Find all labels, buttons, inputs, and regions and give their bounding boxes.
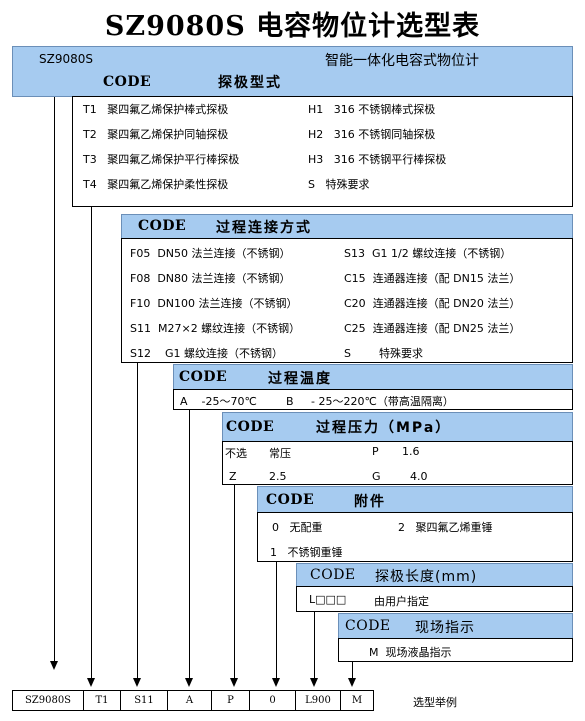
- pressure-code: G: [372, 470, 381, 483]
- connection-options-box: F05 DN50 法兰连接（不锈钢） F08 DN80 法兰连接（不锈钢） F1…: [121, 238, 573, 363]
- accessory-option: 1 不锈钢重锤: [270, 546, 343, 559]
- example-cell: M: [340, 690, 374, 711]
- length-code: L□□□: [309, 593, 347, 606]
- probe-option: T1 聚四氟乙烯保护棒式探极: [83, 103, 229, 116]
- pressure-code: P: [372, 445, 379, 458]
- temperature-options-box: A -25～70℃ B - 25～220℃（带高温隔离）: [173, 389, 573, 410]
- connection-option: C25 连通器连接（配 DN25 法兰）: [344, 322, 521, 335]
- probe-option: S 特殊要求: [308, 178, 370, 191]
- connector-line: [189, 410, 190, 683]
- pressure-value: 4.0: [410, 470, 428, 483]
- length-heading: 探极长度(mm): [375, 569, 478, 585]
- pressure-header: CODE 过程压力（MPa）: [222, 412, 573, 442]
- connector-line: [352, 662, 353, 683]
- example-cell: SZ9080S: [12, 690, 84, 711]
- arrow-down-icon: [272, 678, 280, 687]
- probe-heading: 探极型式: [218, 75, 282, 91]
- pressure-value: 常压: [269, 447, 291, 460]
- pressure-value: 1.6: [402, 445, 420, 458]
- probe-option: H2 316 不锈钢同轴探极: [308, 128, 436, 141]
- temperature-heading: 过程温度: [268, 371, 332, 387]
- temperature-option-b: B - 25～220℃（带高温隔离）: [286, 395, 454, 408]
- probe-options-box: T1 聚四氟乙烯保护棒式探极 T2 聚四氟乙烯保护同轴探极 T3 聚四氟乙烯保护…: [72, 96, 573, 207]
- model-code: SZ9080S: [39, 52, 93, 66]
- temperature-header: CODE 过程温度: [173, 364, 573, 390]
- accessory-heading: 附件: [354, 494, 386, 510]
- example-cell: P: [211, 690, 250, 711]
- connection-option: S13 G1 1/2 螺纹连接（不锈钢）: [344, 247, 512, 260]
- arrow-down-icon: [133, 678, 141, 687]
- connection-heading: 过程连接方式: [216, 220, 312, 236]
- connection-option: F05 DN50 法兰连接（不锈钢）: [130, 247, 291, 260]
- display-heading: 现场指示: [415, 620, 475, 636]
- connector-line: [137, 363, 138, 683]
- arrow-down-icon: [87, 678, 95, 687]
- pressure-heading: 过程压力（MPa）: [316, 420, 452, 436]
- length-code-label: CODE: [310, 567, 356, 583]
- display-header: CODE 现场指示: [338, 613, 573, 639]
- connector-line: [234, 485, 235, 683]
- probe-code-label: CODE: [103, 74, 152, 90]
- connector-line: [54, 97, 55, 667]
- connection-header: CODE 过程连接方式: [121, 214, 573, 239]
- pressure-value: 2.5: [269, 470, 287, 483]
- temperature-code-label: CODE: [179, 369, 228, 385]
- page-title: SZ9080S 电容物位计选型表: [104, 11, 481, 42]
- accessory-options-box: 0 无配重 2 聚四氟乙烯重锤 1 不锈钢重锤: [257, 512, 573, 562]
- display-options-box: M 现场液晶指示: [338, 638, 573, 662]
- connection-option: F08 DN80 法兰连接（不锈钢）: [130, 272, 291, 285]
- connector-line: [276, 562, 277, 683]
- example-label: 选型举例: [413, 696, 457, 709]
- arrow-down-icon: [185, 678, 193, 687]
- temperature-option-a: A -25～70℃: [180, 395, 257, 408]
- example-cell: A: [167, 690, 212, 711]
- example-cell: T1: [83, 690, 121, 711]
- example-cell: L900: [295, 690, 341, 711]
- accessory-header: CODE 附件: [257, 486, 573, 513]
- connection-option: C20 连通器连接（配 DN20 法兰）: [344, 297, 521, 310]
- length-header: CODE 探极长度(mm): [296, 563, 573, 587]
- display-code-label: CODE: [345, 618, 391, 634]
- arrow-down-icon: [230, 678, 238, 687]
- length-options-box: L□□□ 由用户指定: [296, 586, 573, 612]
- example-cell: 0: [249, 690, 296, 711]
- probe-option: T2 聚四氟乙烯保护同轴探极: [83, 128, 229, 141]
- connector-line: [314, 612, 315, 683]
- accessory-option: 0 无配重: [272, 521, 323, 534]
- pressure-options-box: 不选 常压 P 1.6 Z 2.5 G 4.0: [222, 441, 573, 485]
- probe-option: T3 聚四氟乙烯保护平行棒探极: [83, 153, 240, 166]
- connection-option: S11 M27×2 螺纹连接（不锈钢）: [130, 322, 301, 335]
- connection-option: S12 G1 螺纹连接（不锈钢）: [130, 347, 284, 360]
- pressure-code: 不选: [225, 447, 247, 460]
- connection-option: C15 连通器连接（配 DN15 法兰）: [344, 272, 521, 285]
- display-option: M 现场液晶指示: [369, 646, 452, 659]
- accessory-code-label: CODE: [266, 492, 315, 508]
- arrow-down-icon: [348, 678, 356, 687]
- arrow-down-icon: [50, 661, 58, 670]
- connection-option: F10 DN100 法兰连接（不锈钢）: [130, 297, 298, 310]
- pressure-code: Z: [229, 470, 237, 483]
- example-cell: S11: [120, 690, 168, 711]
- probe-option: H1 316 不锈钢棒式探极: [308, 103, 436, 116]
- model-header: SZ9080S 智能一体化电容式物位计 CODE 探极型式: [12, 46, 573, 97]
- arrow-down-icon: [310, 678, 318, 687]
- probe-option: H3 316 不锈钢平行棒探极: [308, 153, 447, 166]
- pressure-code-label: CODE: [226, 419, 275, 435]
- connection-code-label: CODE: [138, 218, 187, 234]
- connection-option: S 特殊要求: [344, 347, 423, 360]
- connector-line: [91, 207, 92, 683]
- accessory-option: 2 聚四氟乙烯重锤: [398, 521, 493, 534]
- probe-option: T4 聚四氟乙烯保护柔性探极: [83, 178, 229, 191]
- model-description: 智能一体化电容式物位计: [325, 53, 479, 69]
- length-text: 由用户指定: [374, 595, 429, 608]
